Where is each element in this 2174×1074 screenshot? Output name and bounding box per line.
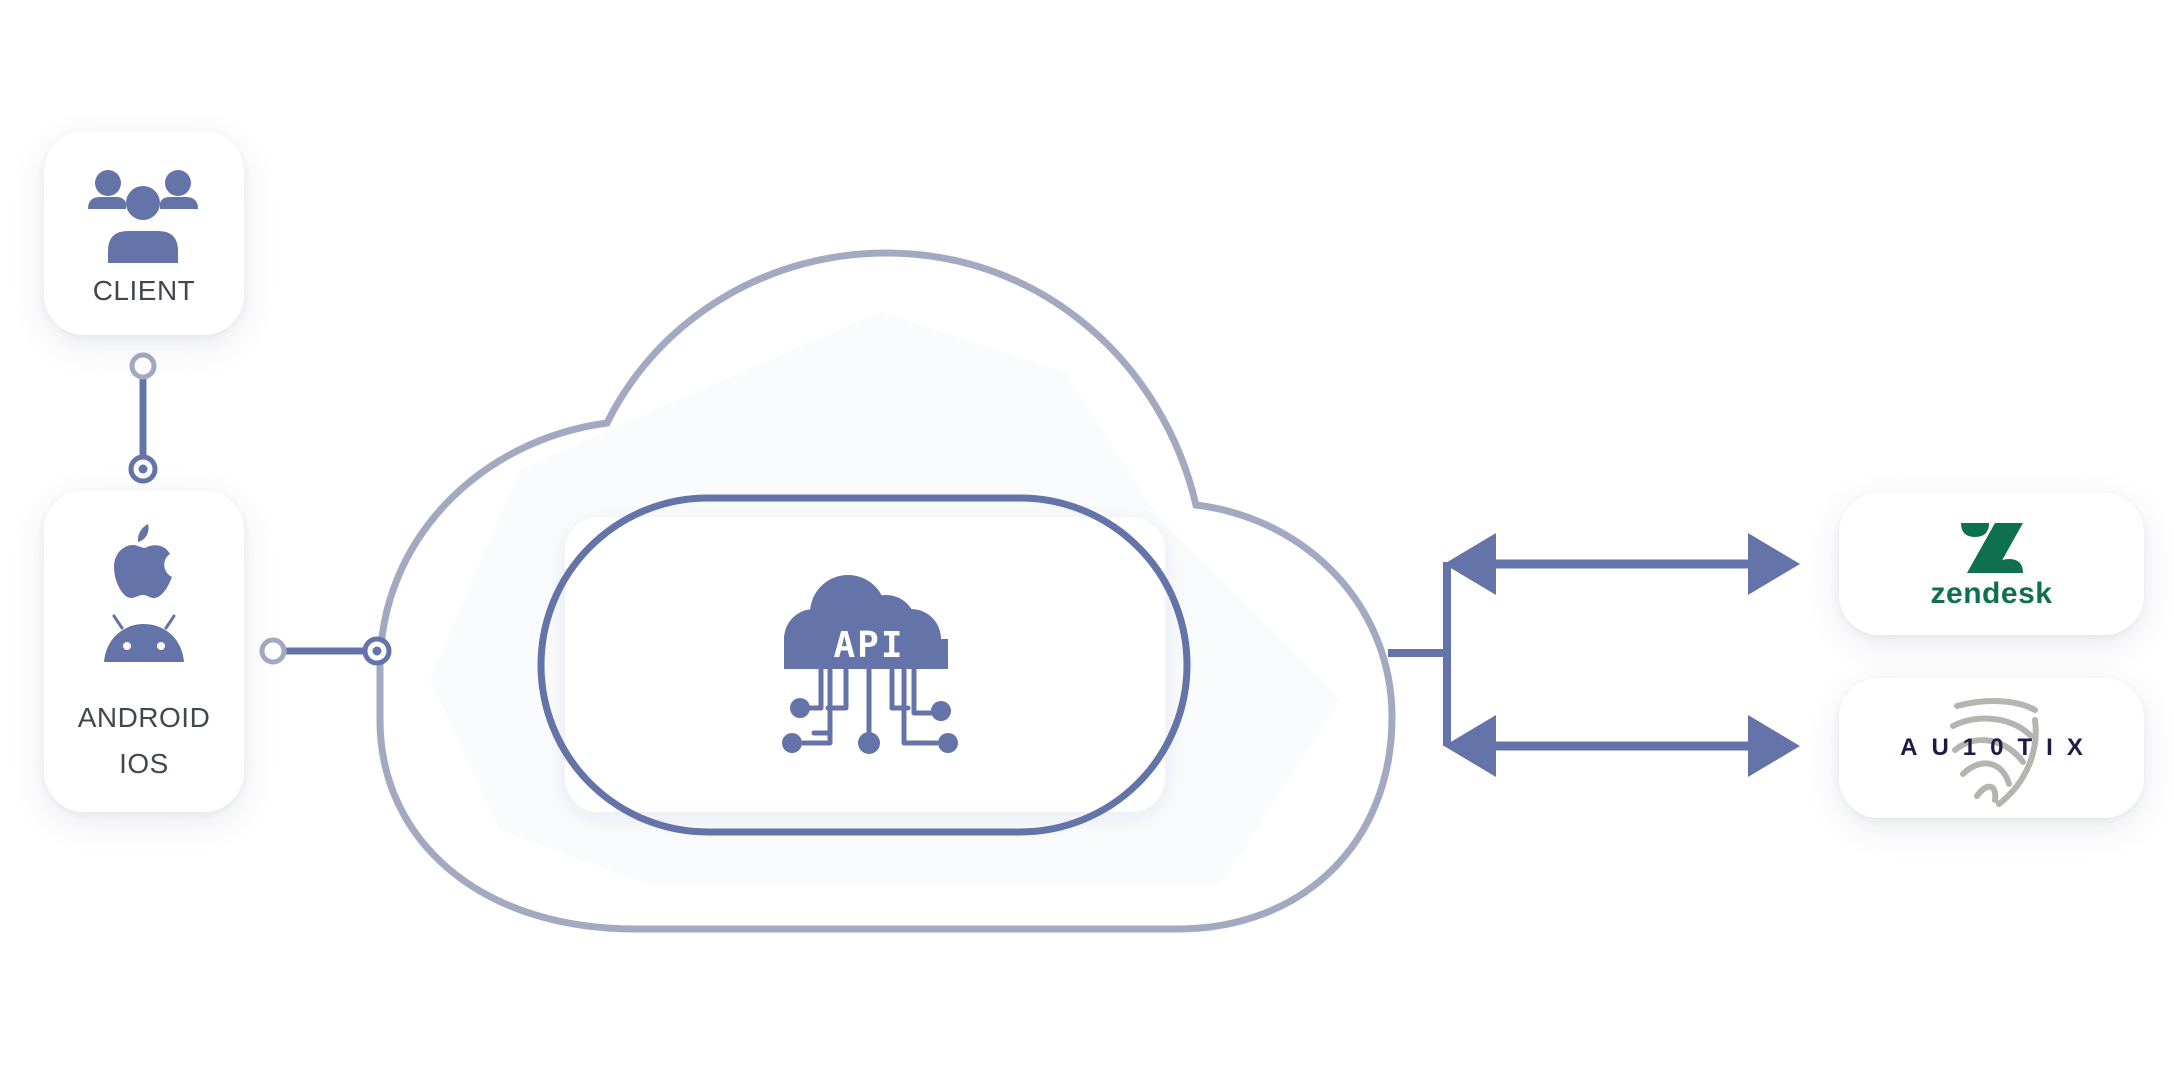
android-label: ANDROID: [77, 702, 211, 733]
zendesk-logo: [1961, 523, 2023, 573]
android-icon: [104, 614, 184, 662]
api-pill-outline: [537, 494, 1191, 836]
connector-endpoint-left: [259, 637, 287, 665]
client-card: CLIENT: [44, 131, 244, 335]
autotix-arrow-head-right: [1748, 715, 1800, 777]
api-label: API: [833, 625, 904, 666]
mobile-card: ANDROID IOS: [44, 490, 244, 812]
connector-endpoint-dot: [138, 464, 148, 474]
autotix-arrow-head-left: [1444, 715, 1496, 777]
client-label: CLIENT: [92, 275, 196, 306]
zendesk-arrow-head-right: [1748, 533, 1800, 595]
ios-label: IOS: [119, 748, 169, 779]
api-cloud-icon: API: [782, 575, 958, 754]
autotix-card: AU10TIX: [1839, 678, 2144, 818]
cloud-outline: [376, 249, 1396, 933]
connector-endpoint-dot: [372, 646, 382, 656]
zendesk-card: zendesk: [1839, 493, 2144, 635]
zendesk-arrow-head-left: [1444, 533, 1496, 595]
apple-icon: [114, 524, 172, 598]
connector-endpoint-top: [129, 352, 157, 380]
users-icon: [88, 170, 198, 263]
autotix-wordmark: AU10TIX: [1900, 734, 2097, 761]
zendesk-wordmark: zendesk: [1930, 577, 2053, 610]
autotix-shield-icon: [1950, 698, 2039, 807]
